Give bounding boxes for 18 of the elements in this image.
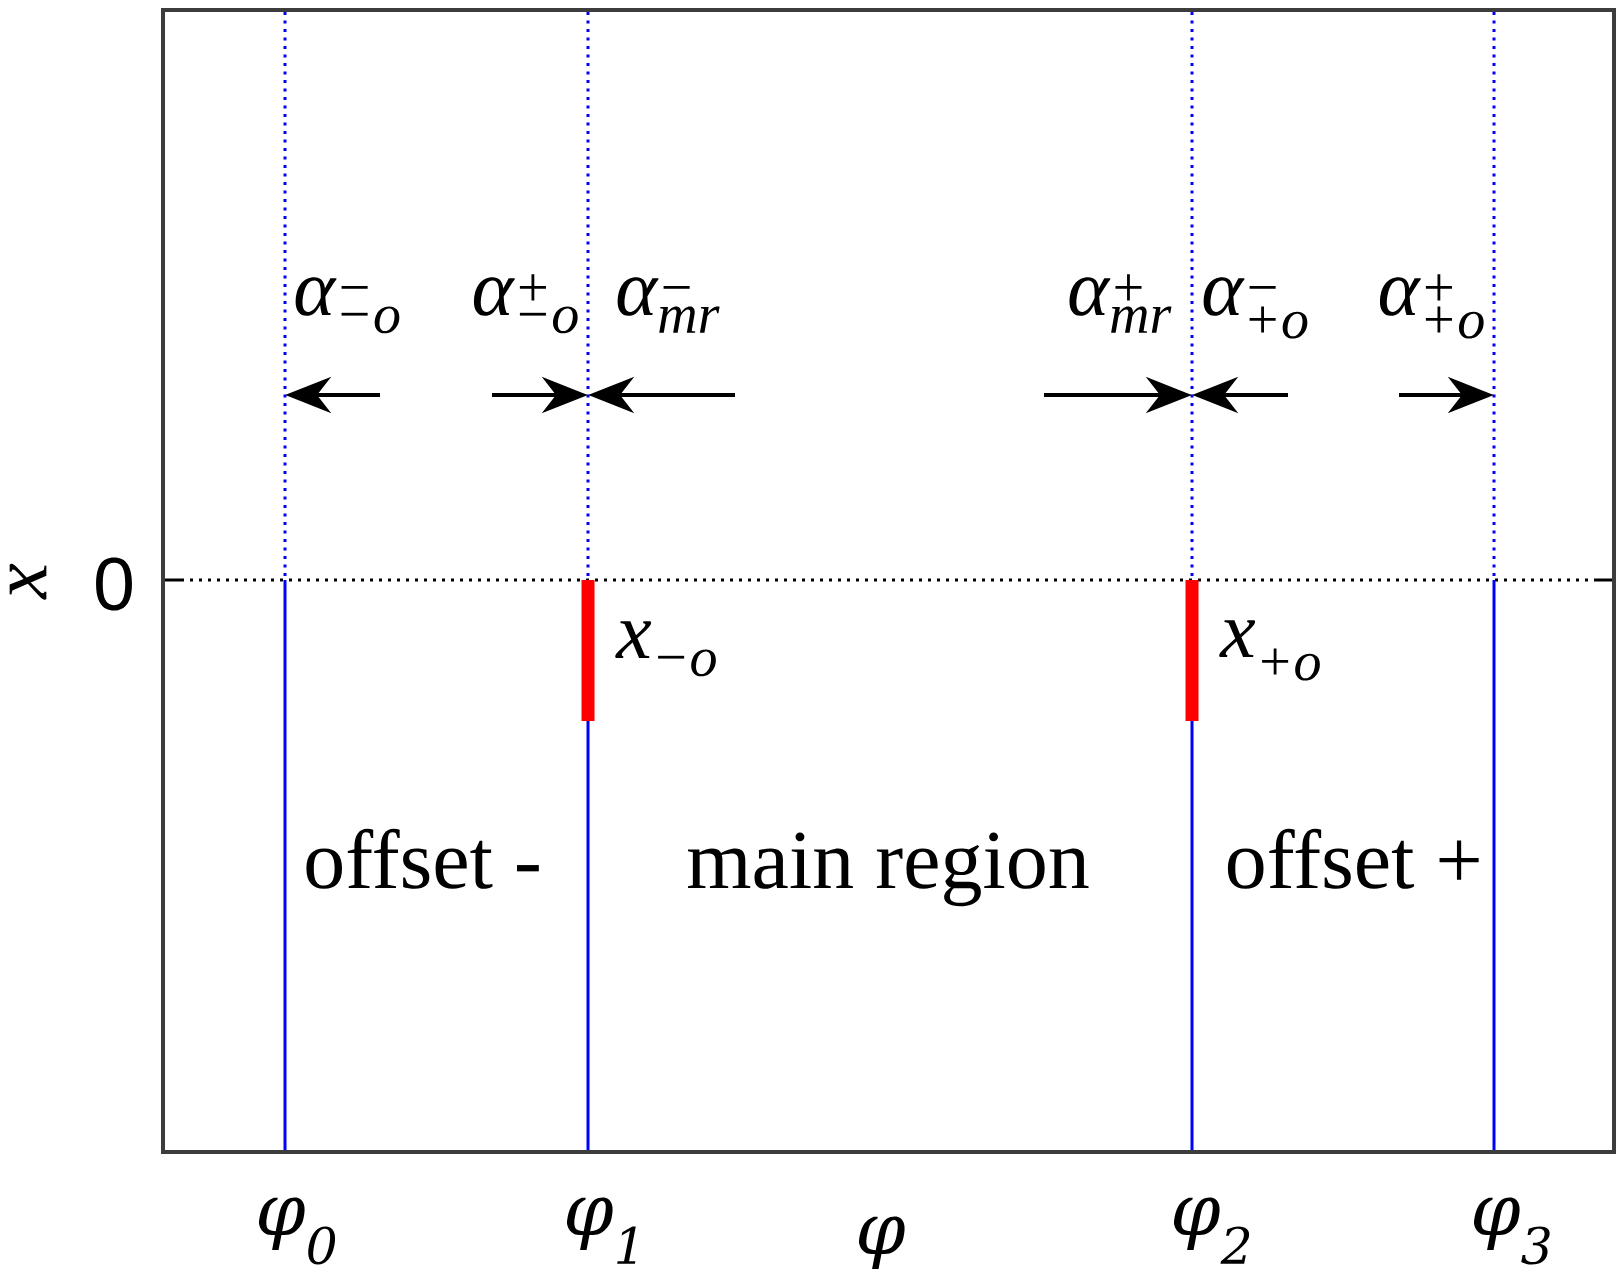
- symbol-label: α$^{−}$$_{−o}$: [295, 277, 400, 334]
- symbol-label: α$^{+}$$_{mr}$: [1069, 274, 1172, 333]
- region-label: offset -: [306, 828, 539, 889]
- symbol-label: α$^{+}$$_{+o}$: [1379, 274, 1484, 339]
- tick-label: φ$_{2}$: [1174, 1197, 1250, 1264]
- symbol-label: α$^{+}$$_{−o}$: [473, 274, 578, 334]
- symbol-label: α$^{−}$$_{mr}$: [617, 277, 720, 333]
- axis-label: x: [9, 563, 47, 600]
- tick-label: φ$_{1}$: [566, 1197, 636, 1264]
- tick-label: φ$_{3}$: [1474, 1197, 1550, 1265]
- region-label: offset +: [1227, 828, 1479, 889]
- axis-label: φ: [859, 1216, 905, 1269]
- symbol-label: x$_{+o}$: [1219, 620, 1320, 681]
- symbol-label: α$^{−}$$_{+o}$: [1203, 277, 1308, 339]
- tick-label: φ$_{0}$: [258, 1197, 336, 1265]
- tick-label: 0: [96, 557, 132, 611]
- symbol-label: x$_{−o}$: [615, 621, 716, 677]
- region-label: main region: [687, 832, 1089, 907]
